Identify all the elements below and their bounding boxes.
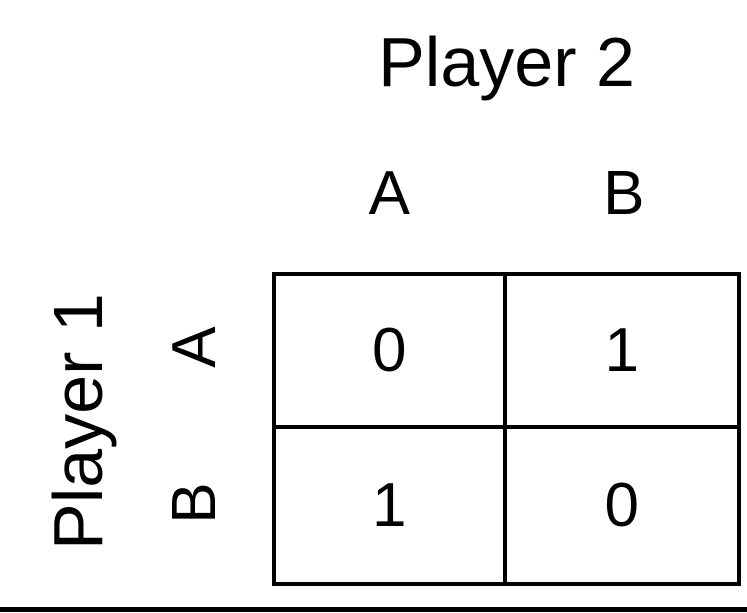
payoff-cell-row-b-col-a: 1	[276, 429, 507, 582]
payoff-cell-row-b-col-b: 0	[604, 471, 639, 540]
column-player-title: Player 2	[378, 23, 635, 101]
bottom-rule	[0, 607, 747, 612]
column-label-a: A	[368, 158, 410, 228]
column-labels: A B	[272, 155, 741, 231]
payoff-matrix: 0 1 1 0	[272, 272, 741, 586]
column-label-b: B	[603, 158, 645, 228]
payoff-cell-row-a-col-a: 0	[276, 276, 507, 429]
row-player-title: Player 1	[39, 293, 117, 550]
row-label-b: B	[159, 482, 229, 524]
row-label-a: A	[159, 326, 229, 368]
payoff-cell-row-a-col-b: 1	[506, 276, 737, 429]
